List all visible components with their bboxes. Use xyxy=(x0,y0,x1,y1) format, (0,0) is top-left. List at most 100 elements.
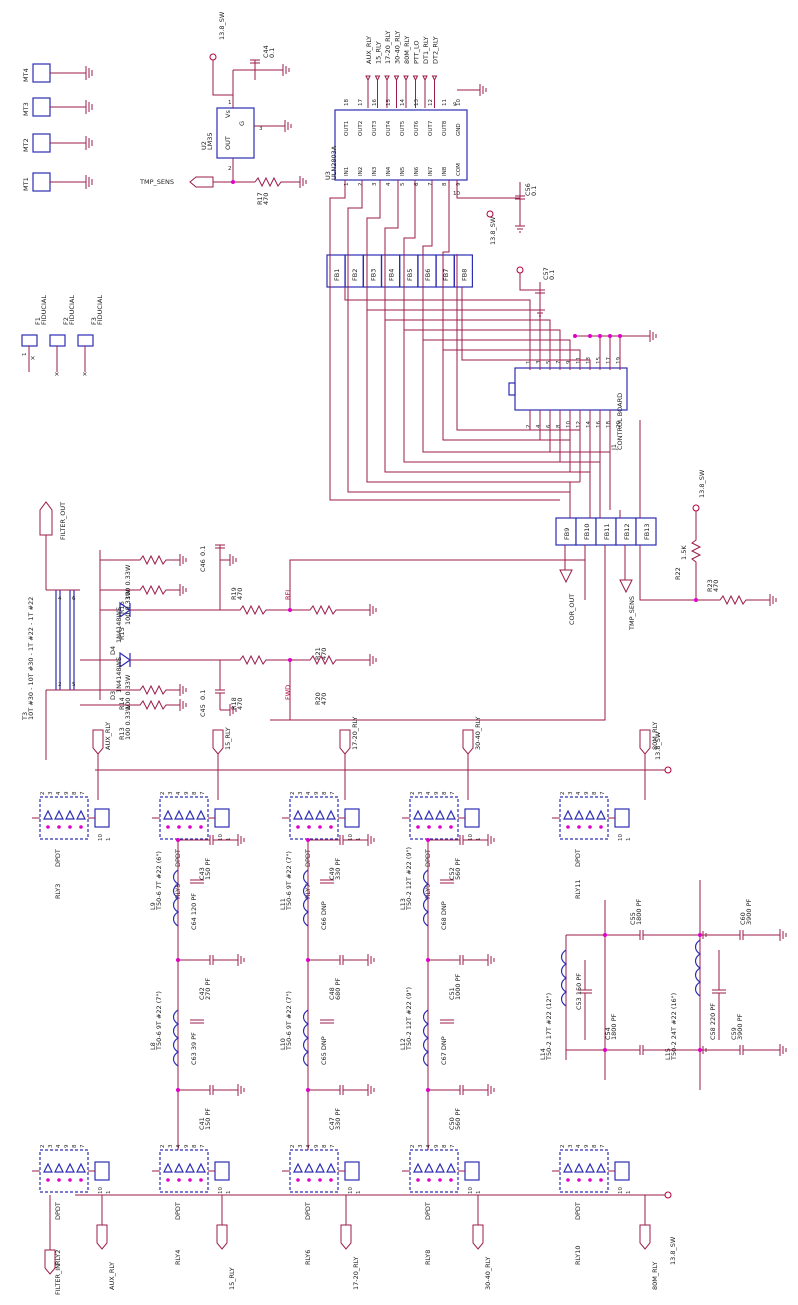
u3-net-1: AUX_RLY xyxy=(365,36,373,64)
relay-pin: 7 xyxy=(80,791,86,795)
svg-text:C44: C44 xyxy=(262,45,270,58)
svg-text:MT3: MT3 xyxy=(22,102,30,116)
relay-pin: 9 xyxy=(584,791,590,795)
relay-pin: 3 xyxy=(298,791,304,795)
relay-type: DPDT xyxy=(54,849,62,867)
ferrite-label-1: FB1 xyxy=(333,269,341,281)
u3-input-9: COM xyxy=(456,163,462,176)
svg-text:3900 PF: 3900 PF xyxy=(736,1013,744,1040)
svg-text:470: 470 xyxy=(236,588,244,600)
connector-label: 17-20_RLY xyxy=(351,717,359,750)
svg-text:5: 5 xyxy=(72,682,76,688)
u3-pin-out-3: 16 xyxy=(372,99,378,106)
svg-text:ULN2803A: ULN2803A xyxy=(330,145,338,180)
inductor-value: T50-2 12T #22 (9") xyxy=(405,987,413,1051)
relay-pin: 2 xyxy=(410,1145,416,1149)
relay-pin: 9 xyxy=(64,1144,70,1148)
svg-text:R15: R15 xyxy=(118,627,126,640)
u3-pin-in-6: 6 xyxy=(414,182,420,186)
ferrite-label-2: FB2 xyxy=(351,269,359,281)
inductor-ref: L9 xyxy=(149,902,157,910)
relay-pin: 7 xyxy=(330,1144,336,1148)
svg-text:100 0.33W: 100 0.33W xyxy=(124,704,132,740)
u3-pin-in-7: 7 xyxy=(428,182,434,186)
relay-pin-10: 10 xyxy=(618,1187,624,1194)
relay-pin-1: 1 xyxy=(476,1191,482,1195)
inductor-value: T50-6 9T #22 (7") xyxy=(285,851,293,911)
svg-text:C58 220 PF: C58 220 PF xyxy=(709,1003,717,1040)
relay-pin: 4 xyxy=(576,1144,582,1148)
power-bus: 13.8_SW 13.8_SW xyxy=(75,731,677,1265)
u3-pin-out-8: 11 xyxy=(442,99,448,106)
svg-text:FIDUCIAL: FIDUCIAL xyxy=(96,295,104,325)
connector-label: 30-40_RLY xyxy=(484,1257,492,1290)
cap-value: 1000 PF xyxy=(454,973,462,1000)
svg-text:CONTROL BOARD: CONTROL BOARD xyxy=(616,393,624,450)
relay-pin: 3 xyxy=(168,1144,174,1148)
svg-text:G: G xyxy=(238,121,246,126)
relay-type: DPDT xyxy=(574,1202,582,1220)
u3-output-6: OUT6 xyxy=(414,120,420,136)
svg-text:100 0.33W: 100 0.33W xyxy=(124,674,132,710)
mounting-hole-mt1: MT1 xyxy=(22,172,93,192)
svg-text:0.1: 0.1 xyxy=(530,186,538,196)
svg-text:R23: R23 xyxy=(706,579,714,592)
relay-pin-1: 1 xyxy=(476,838,482,842)
u3-net-6: PTT_LO xyxy=(413,40,421,64)
relay-type: DPDT xyxy=(424,1202,432,1220)
relay-pin: 2 xyxy=(40,792,46,796)
cap-value: 330 PF xyxy=(334,1108,342,1130)
u3-net-3: 17-20_RLY xyxy=(384,31,392,64)
ferrite-label-7: FB7 xyxy=(442,269,450,281)
fb-lower-wiring: COR_OUT TMP_SENS 13.8_SW R22 1.5K R23 47… xyxy=(270,420,777,721)
relay-type: DPDT xyxy=(54,1202,62,1220)
u3-pin-out-1: 18 xyxy=(344,99,350,106)
ferrite-label-11: FB11 xyxy=(603,524,611,540)
svg-text:6: 6 xyxy=(72,596,76,602)
cap-label: C63 39 PF xyxy=(190,1032,198,1065)
u3-input-2: IN2 xyxy=(358,167,364,176)
svg-text:R21: R21 xyxy=(314,647,322,660)
relay-pin: 8 xyxy=(322,1144,328,1148)
cap-ref: C48 xyxy=(328,987,336,1000)
u3-output-3: OUT3 xyxy=(372,120,378,136)
relay-pin: 3 xyxy=(48,1144,54,1148)
u3-input-7: IN7 xyxy=(428,166,434,176)
u3-net-5: 80M_RLY xyxy=(403,36,411,64)
fiducial-f3: × F3 FIDUCIAL xyxy=(77,295,104,378)
svg-text:470: 470 xyxy=(320,648,328,660)
j1-pin-3: 3 xyxy=(536,360,542,364)
svg-text:C60: C60 xyxy=(739,912,747,925)
svg-text:J1: J1 xyxy=(610,444,618,451)
relay-pin: 9 xyxy=(64,791,70,795)
svg-text:T50-2 24T #22 (16"): T50-2 24T #22 (16") xyxy=(670,993,678,1061)
connector-label: 80M_RLY xyxy=(651,722,659,750)
relay-pin: 8 xyxy=(192,791,198,795)
svg-text:U3: U3 xyxy=(324,171,332,180)
relay-pin: 7 xyxy=(330,791,336,795)
svg-text:FIDUCIAL: FIDUCIAL xyxy=(68,295,76,325)
u3-output-labels: OUT118OUT217OUT316OUT415OUT514OUT613OUT7… xyxy=(344,99,462,136)
svg-text:F1: F1 xyxy=(34,317,42,325)
svg-text:FWD: FWD xyxy=(284,685,292,700)
j1-pin-1: 1 xyxy=(526,361,532,365)
ferrite-bead-8 xyxy=(453,254,473,288)
svg-text:R16: R16 xyxy=(118,601,126,614)
relay-pin-1: 1 xyxy=(226,838,232,842)
svg-text:L14: L14 xyxy=(539,1048,547,1060)
fiducial-f1: 1 × F1 FIDUCIAL xyxy=(21,295,48,372)
svg-text:3900 PF: 3900 PF xyxy=(745,898,753,925)
j1-pin-10: 10 xyxy=(566,421,572,428)
svg-text:470: 470 xyxy=(236,698,244,710)
cap-value: 560 PF xyxy=(454,858,462,880)
j1-pin-6: 6 xyxy=(546,424,552,428)
svg-text:1N4148WS: 1N4148WS xyxy=(115,607,123,643)
relay-ref: RLY3 xyxy=(54,884,62,899)
relay-ref: RLY8 xyxy=(424,1250,432,1265)
j1-pin-9: 9 xyxy=(566,360,572,364)
relay-pin: 2 xyxy=(160,1145,166,1149)
relay-pin-1: 1 xyxy=(626,838,632,842)
